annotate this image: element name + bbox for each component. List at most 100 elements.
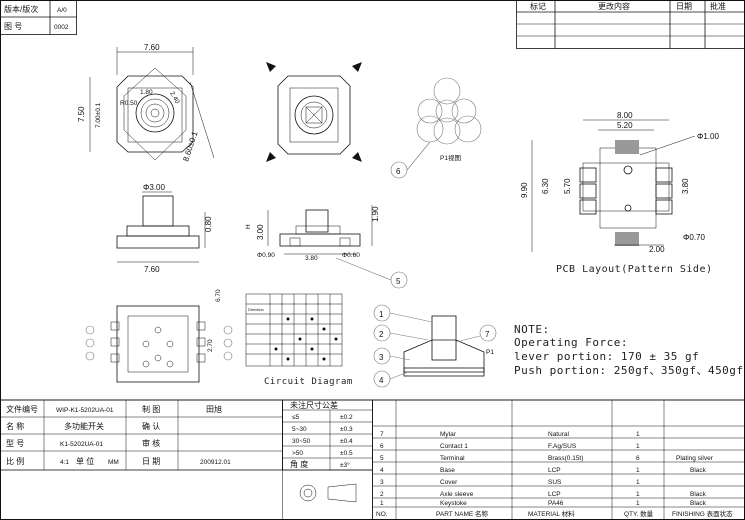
- svg-text:Black: Black: [690, 500, 707, 507]
- svg-text:PA46: PA46: [548, 500, 564, 507]
- top-view: 7.60 7.50 7.00±0.1 1.80 R0.50 2.40 8.60±…: [77, 43, 215, 163]
- dim-pcb-h3: 5.70: [563, 178, 572, 194]
- note-line3: Push portion: 250gf、350gf、450gf: [514, 364, 744, 377]
- svg-text:确 认: 确 认: [142, 421, 160, 431]
- revision-table: 标记 更改内容 日期 批准: [516, 0, 745, 49]
- note-line1: Operating Force:: [514, 336, 628, 349]
- svg-text:Base: Base: [440, 467, 455, 474]
- svg-text:4: 4: [380, 467, 384, 474]
- svg-text:6: 6: [396, 167, 401, 176]
- drawing-no-value: 0002: [54, 24, 69, 31]
- parts-row: 5 Terminal Brass(0.15t) 6 Plating silver: [380, 455, 714, 462]
- version-value: A/0: [57, 7, 67, 14]
- svg-text:7: 7: [485, 330, 490, 339]
- pcb-layout: 8.00 5.20 Φ1.00 9.90 6.30 5.70 3.80 2.00…: [520, 111, 720, 275]
- top-left-title-block: 版本/版次 A/0 图 号 0002: [0, 0, 77, 35]
- parts-row: 1 Keystoke PA46 1 Black: [380, 500, 707, 507]
- dim-pcb-hole2: Φ0.70: [683, 233, 706, 242]
- note-block: NOTE: Operating Force: lever portion: 17…: [514, 323, 744, 377]
- svg-text:Mylar: Mylar: [440, 431, 457, 438]
- pcb-layout-label: PCB Layout(Pattern Side): [556, 264, 713, 275]
- dim-top-width: 7.60: [144, 43, 160, 52]
- svg-text:Axle sleeve: Axle sleeve: [440, 491, 474, 498]
- svg-text:1: 1: [636, 467, 640, 474]
- dim-pcb-w2: 5.20: [617, 121, 633, 130]
- side-view: Φ3.00 0.80 7.60: [116, 183, 213, 274]
- svg-text:Keystoke: Keystoke: [440, 500, 467, 507]
- svg-text:审 核: 审 核: [142, 438, 160, 448]
- dim-front-h2: 1.90: [371, 206, 380, 222]
- svg-text:5: 5: [380, 455, 384, 462]
- svg-text:Black: Black: [690, 467, 707, 474]
- svg-text:6: 6: [636, 455, 640, 462]
- dim-pin-dia2: Φ0.60: [342, 252, 360, 259]
- svg-text:Natural: Natural: [548, 431, 570, 438]
- scale: 4:1: [60, 459, 69, 466]
- dim-shaft-dia: Φ3.00: [143, 183, 166, 192]
- svg-text:F.Ag/SUS: F.Ag/SUS: [548, 443, 577, 450]
- note-line2: lever portion: 170 ± 35 gf: [514, 350, 699, 363]
- lever-direction-view: [266, 62, 362, 162]
- svg-text:2: 2: [379, 330, 384, 339]
- p1-view: 6 P1视图: [390, 77, 482, 179]
- dim-r1: R0.50: [120, 100, 138, 107]
- svg-text:1: 1: [380, 500, 384, 507]
- parts-row: 4 Base LCP 1 Black: [380, 467, 707, 474]
- version-label: 版本/版次: [4, 4, 38, 14]
- svg-text:单 位: 单 位: [76, 456, 94, 466]
- svg-text:Plating silver: Plating silver: [676, 455, 714, 462]
- svg-text:MATERIAL 材料: MATERIAL 材料: [528, 509, 575, 518]
- parts-row: 7 Mylar Natural 1: [380, 431, 640, 438]
- rev-mark-header: 标记: [530, 1, 546, 11]
- svg-text:≤5: ≤5: [292, 414, 300, 421]
- svg-text:1: 1: [636, 491, 640, 498]
- svg-text:5: 5: [396, 277, 401, 286]
- svg-text:2: 2: [380, 491, 384, 498]
- parts-row: 6 Contact 1 F.Ag/SUS 1: [380, 443, 640, 450]
- unit: MM: [108, 459, 119, 466]
- tolerance-table: 未注尺寸公差 ≤5 ±0.2 5~30 ±0.3 30~50 ±0.4 >50 …: [282, 399, 373, 471]
- svg-text:文件编号: 文件编号: [6, 404, 38, 414]
- svg-text:30~50: 30~50: [292, 438, 311, 445]
- dim-pin-pitch: 3.80: [305, 255, 318, 262]
- svg-text:1: 1: [636, 500, 640, 507]
- svg-text:Brass(0.15t): Brass(0.15t): [548, 455, 583, 462]
- dim-pin-dia: Φ0.90: [257, 252, 275, 259]
- front-view: H 3.00 1.90 Φ0.90 3.80 Φ0.60 5: [245, 205, 408, 289]
- svg-text:Terminal: Terminal: [440, 455, 465, 462]
- svg-text:±0.5: ±0.5: [340, 450, 353, 457]
- svg-text:7: 7: [380, 431, 384, 438]
- svg-text:LCP: LCP: [548, 491, 561, 498]
- date: 200912.01: [200, 459, 231, 466]
- svg-text:型 号: 型 号: [6, 439, 24, 448]
- cross-section: 1 2 3 4 7 P1: [373, 304, 497, 388]
- parts-table-header: NO. PART NAME 名称 MATERIAL 材料 QTY. 数量 FIN…: [376, 509, 733, 518]
- projection-symbol-icon: [282, 469, 373, 520]
- svg-text:±0.3: ±0.3: [340, 426, 353, 433]
- dim-d2: 2.40: [168, 91, 181, 106]
- dim-pcb-h4: 3.80: [681, 178, 690, 194]
- svg-text:3: 3: [379, 353, 384, 362]
- rev-change-header: 更改内容: [598, 1, 630, 11]
- dim-pcb-w1: 8.00: [617, 111, 633, 120]
- svg-text:3: 3: [380, 479, 384, 486]
- tolerance-header: 未注尺寸公差: [290, 400, 338, 410]
- arrow-se-icon: [352, 152, 362, 162]
- svg-text:角 度: 角 度: [290, 459, 308, 469]
- dim-pcb-h1: 9.90: [520, 182, 529, 198]
- direction-label: Direction: [248, 307, 264, 312]
- dim-pcb-h2: 6.30: [541, 178, 550, 194]
- drawing-no-label: 图 号: [4, 22, 22, 31]
- dim-front-h1: 3.00: [256, 224, 265, 240]
- arrow-ne-icon: [352, 62, 362, 72]
- svg-text:1: 1: [636, 479, 640, 486]
- circuit-diagram-label: Circuit Diagram: [264, 377, 353, 387]
- parts-table: 7 Mylar Natural 1 6 Contact 1 F.Ag/SUS 1…: [372, 399, 745, 520]
- dim-d1: 1.80: [140, 89, 153, 96]
- p1-view-label: P1视图: [440, 153, 461, 162]
- arrow-nw-icon: [266, 62, 276, 72]
- parts-row: 2 Axle sleeve LCP 1 Black: [380, 491, 707, 498]
- svg-text:>50: >50: [292, 450, 303, 457]
